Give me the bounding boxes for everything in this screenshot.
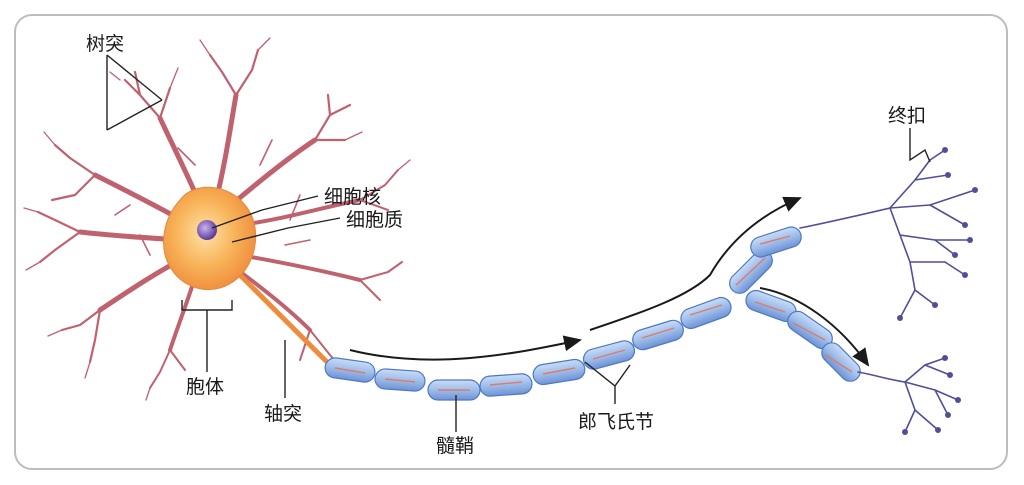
arrow-3 — [759, 287, 870, 367]
leader-dendrite — [106, 54, 163, 131]
arrow-1 — [349, 335, 582, 361]
leader-nucleus — [211, 195, 319, 229]
label-nucleus: 细胞核 — [324, 186, 381, 208]
leader-cell-body — [181, 300, 233, 372]
axon-core-lines — [334, 235, 853, 391]
axon-terminals — [799, 147, 978, 435]
leader-nodes — [584, 361, 631, 404]
signal-arrows — [349, 196, 870, 367]
leader-lines — [106, 54, 931, 432]
label-nodes-of-ranvier: 郎飞氏节 — [578, 411, 654, 433]
label-myelin-sheath: 髓鞘 — [436, 435, 474, 457]
label-cell-body: 胞体 — [186, 376, 224, 398]
leader-cytoplasm — [231, 217, 341, 243]
label-axon-terminal: 终扣 — [888, 105, 926, 127]
label-dendrite: 树突 — [86, 33, 124, 55]
leader-terminal — [909, 128, 931, 163]
label-cytoplasm: 细胞质 — [346, 209, 403, 231]
label-axon: 轴突 — [264, 403, 302, 425]
arrow-2 — [589, 196, 802, 331]
axon — [238, 273, 332, 367]
labels: 树突 细胞核 细胞质 胞体 轴突 髓鞘 郎飞氏节 终扣 — [86, 33, 926, 457]
nucleus — [197, 220, 217, 240]
myelin-sheaths — [324, 226, 861, 401]
